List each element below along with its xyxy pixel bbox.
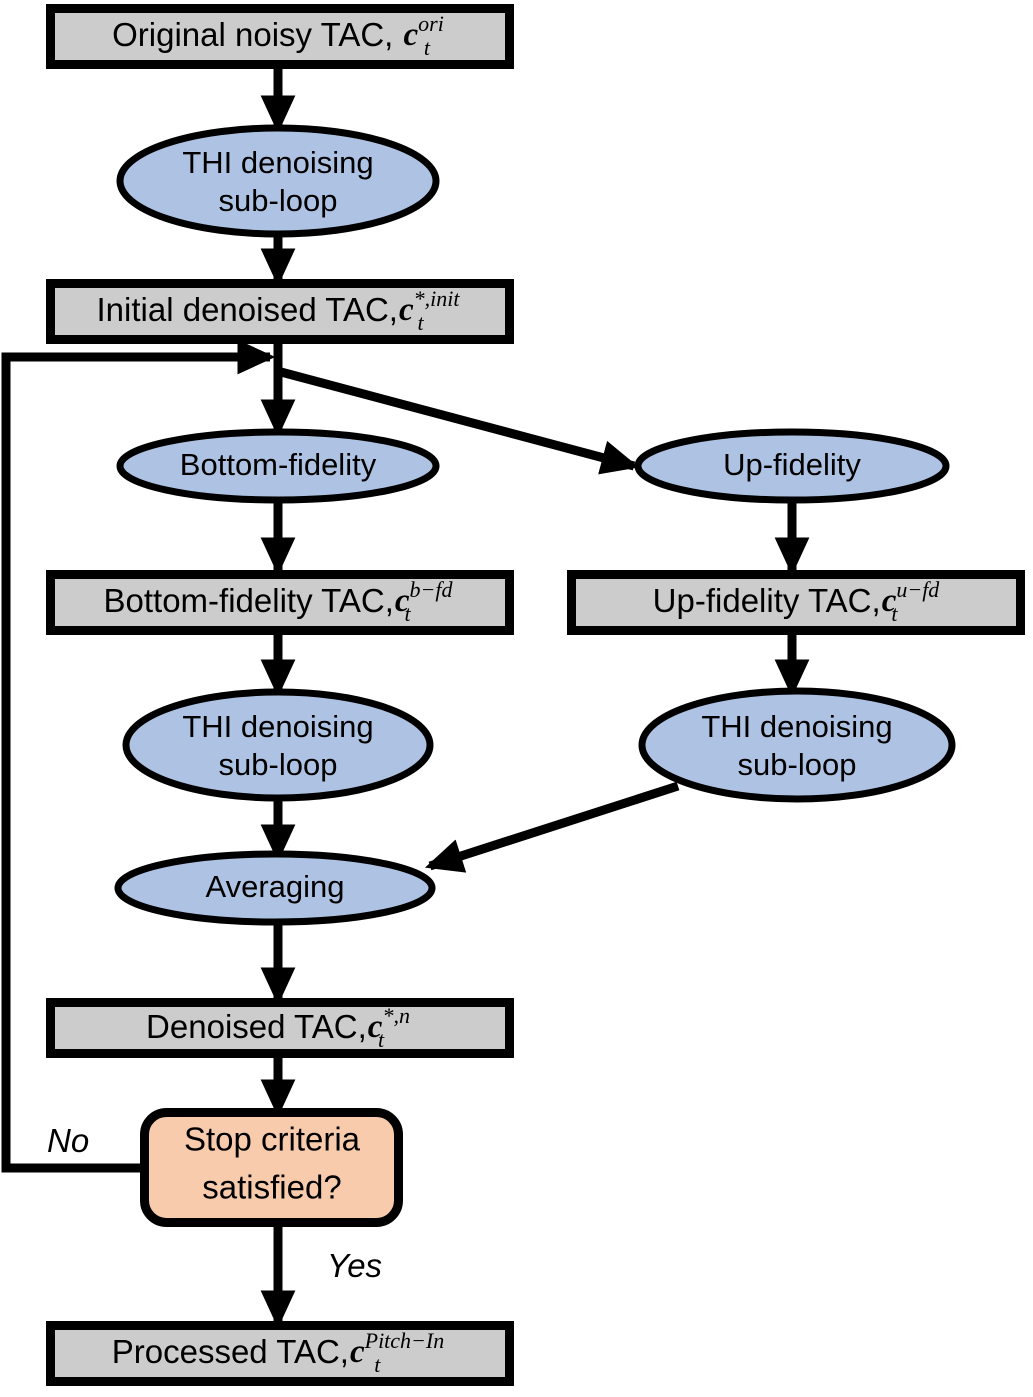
node-thi-right-line2: sub-loop [738,747,857,782]
edge-label-no: No [47,1122,89,1159]
node-up-fidelity-label: Up-fidelity [723,447,861,482]
node-bottom-fidelity-label: Bottom-fidelity [180,447,377,482]
node-stop-criteria-line1: Stop criteria [184,1121,361,1158]
node-averaging-label: Averaging [205,869,344,904]
node-thi-left-line1: THI denoising [182,709,373,744]
node-bottom-fidelity-operation: Bottom-fidelity [116,428,440,504]
node-thi-denoising-sub-loop-top: THI denoising sub-loop [116,124,440,238]
edge-no-feedback-loop [1,339,276,1173]
node-thi-denoising-sub-loop-right: THI denoising sub-loop [638,687,956,803]
node-thi-denoising-sub-loop-left: THI denoising sub-loop [122,688,434,802]
node-thi-top-line2: sub-loop [219,183,338,218]
edge-thi-right-to-averaging [424,781,680,873]
edge-label-yes: Yes [327,1247,382,1284]
node-stop-criteria-decision: Stop criteria satisfied? [140,1108,403,1227]
node-averaging: Averaging [114,850,436,926]
node-thi-left-line2: sub-loop [219,747,338,782]
node-thi-top-line1: THI denoising [182,145,373,180]
node-thi-right-line1: THI denoising [701,709,892,744]
node-up-fidelity-operation: Up-fidelity [634,428,950,504]
node-stop-criteria-line2: satisfied? [202,1169,341,1206]
edge-initial-to-up-fidelity [279,367,640,475]
